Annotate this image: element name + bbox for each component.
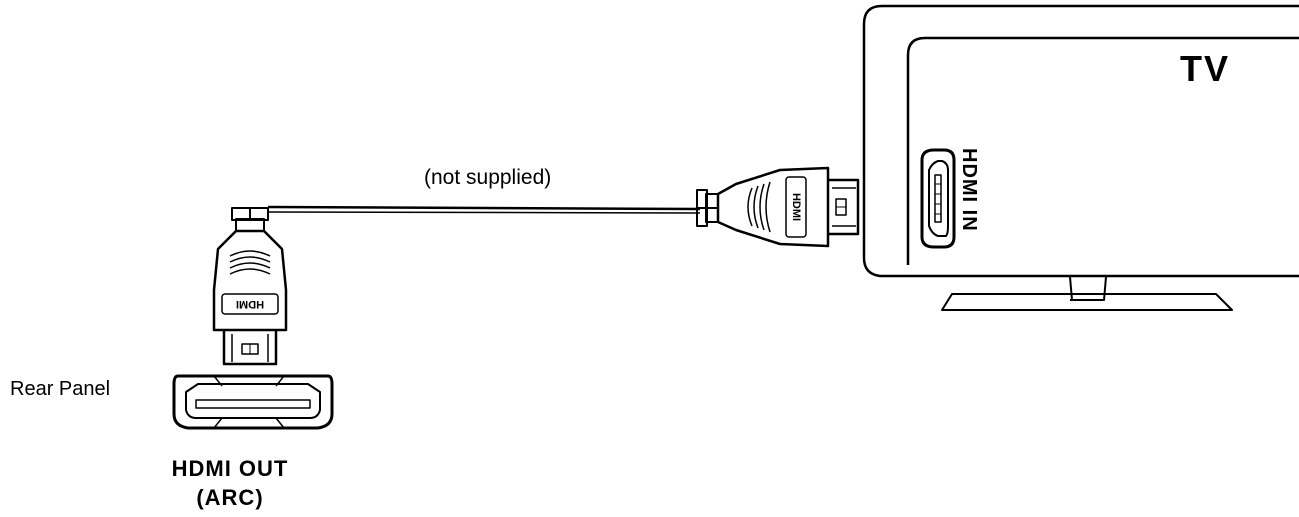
plug-text-vertical: HDMI — [236, 298, 264, 310]
hdmi-in-port — [920, 148, 956, 249]
plug-text-horizontal: HDMI — [790, 193, 802, 221]
tv-label: TV — [1180, 48, 1231, 89]
hdmi-out-label: HDMI OUT (ARC) — [170, 454, 290, 512]
hdmi-plug-device-side — [212, 207, 288, 366]
hdmi-out-line2: (ARC) — [196, 485, 264, 510]
hdmi-plug-tv-side — [696, 166, 860, 248]
cable-note-label: (not supplied) — [424, 166, 552, 189]
rear-panel-label: Rear Panel — [10, 378, 111, 400]
hdmi-out-port — [172, 374, 334, 430]
tv-icon — [862, 4, 1299, 311]
hdmi-in-label: HDMI IN — [958, 148, 980, 232]
hdmi-out-line1: HDMI OUT — [171, 456, 289, 481]
hdmi-cable — [267, 205, 701, 214]
